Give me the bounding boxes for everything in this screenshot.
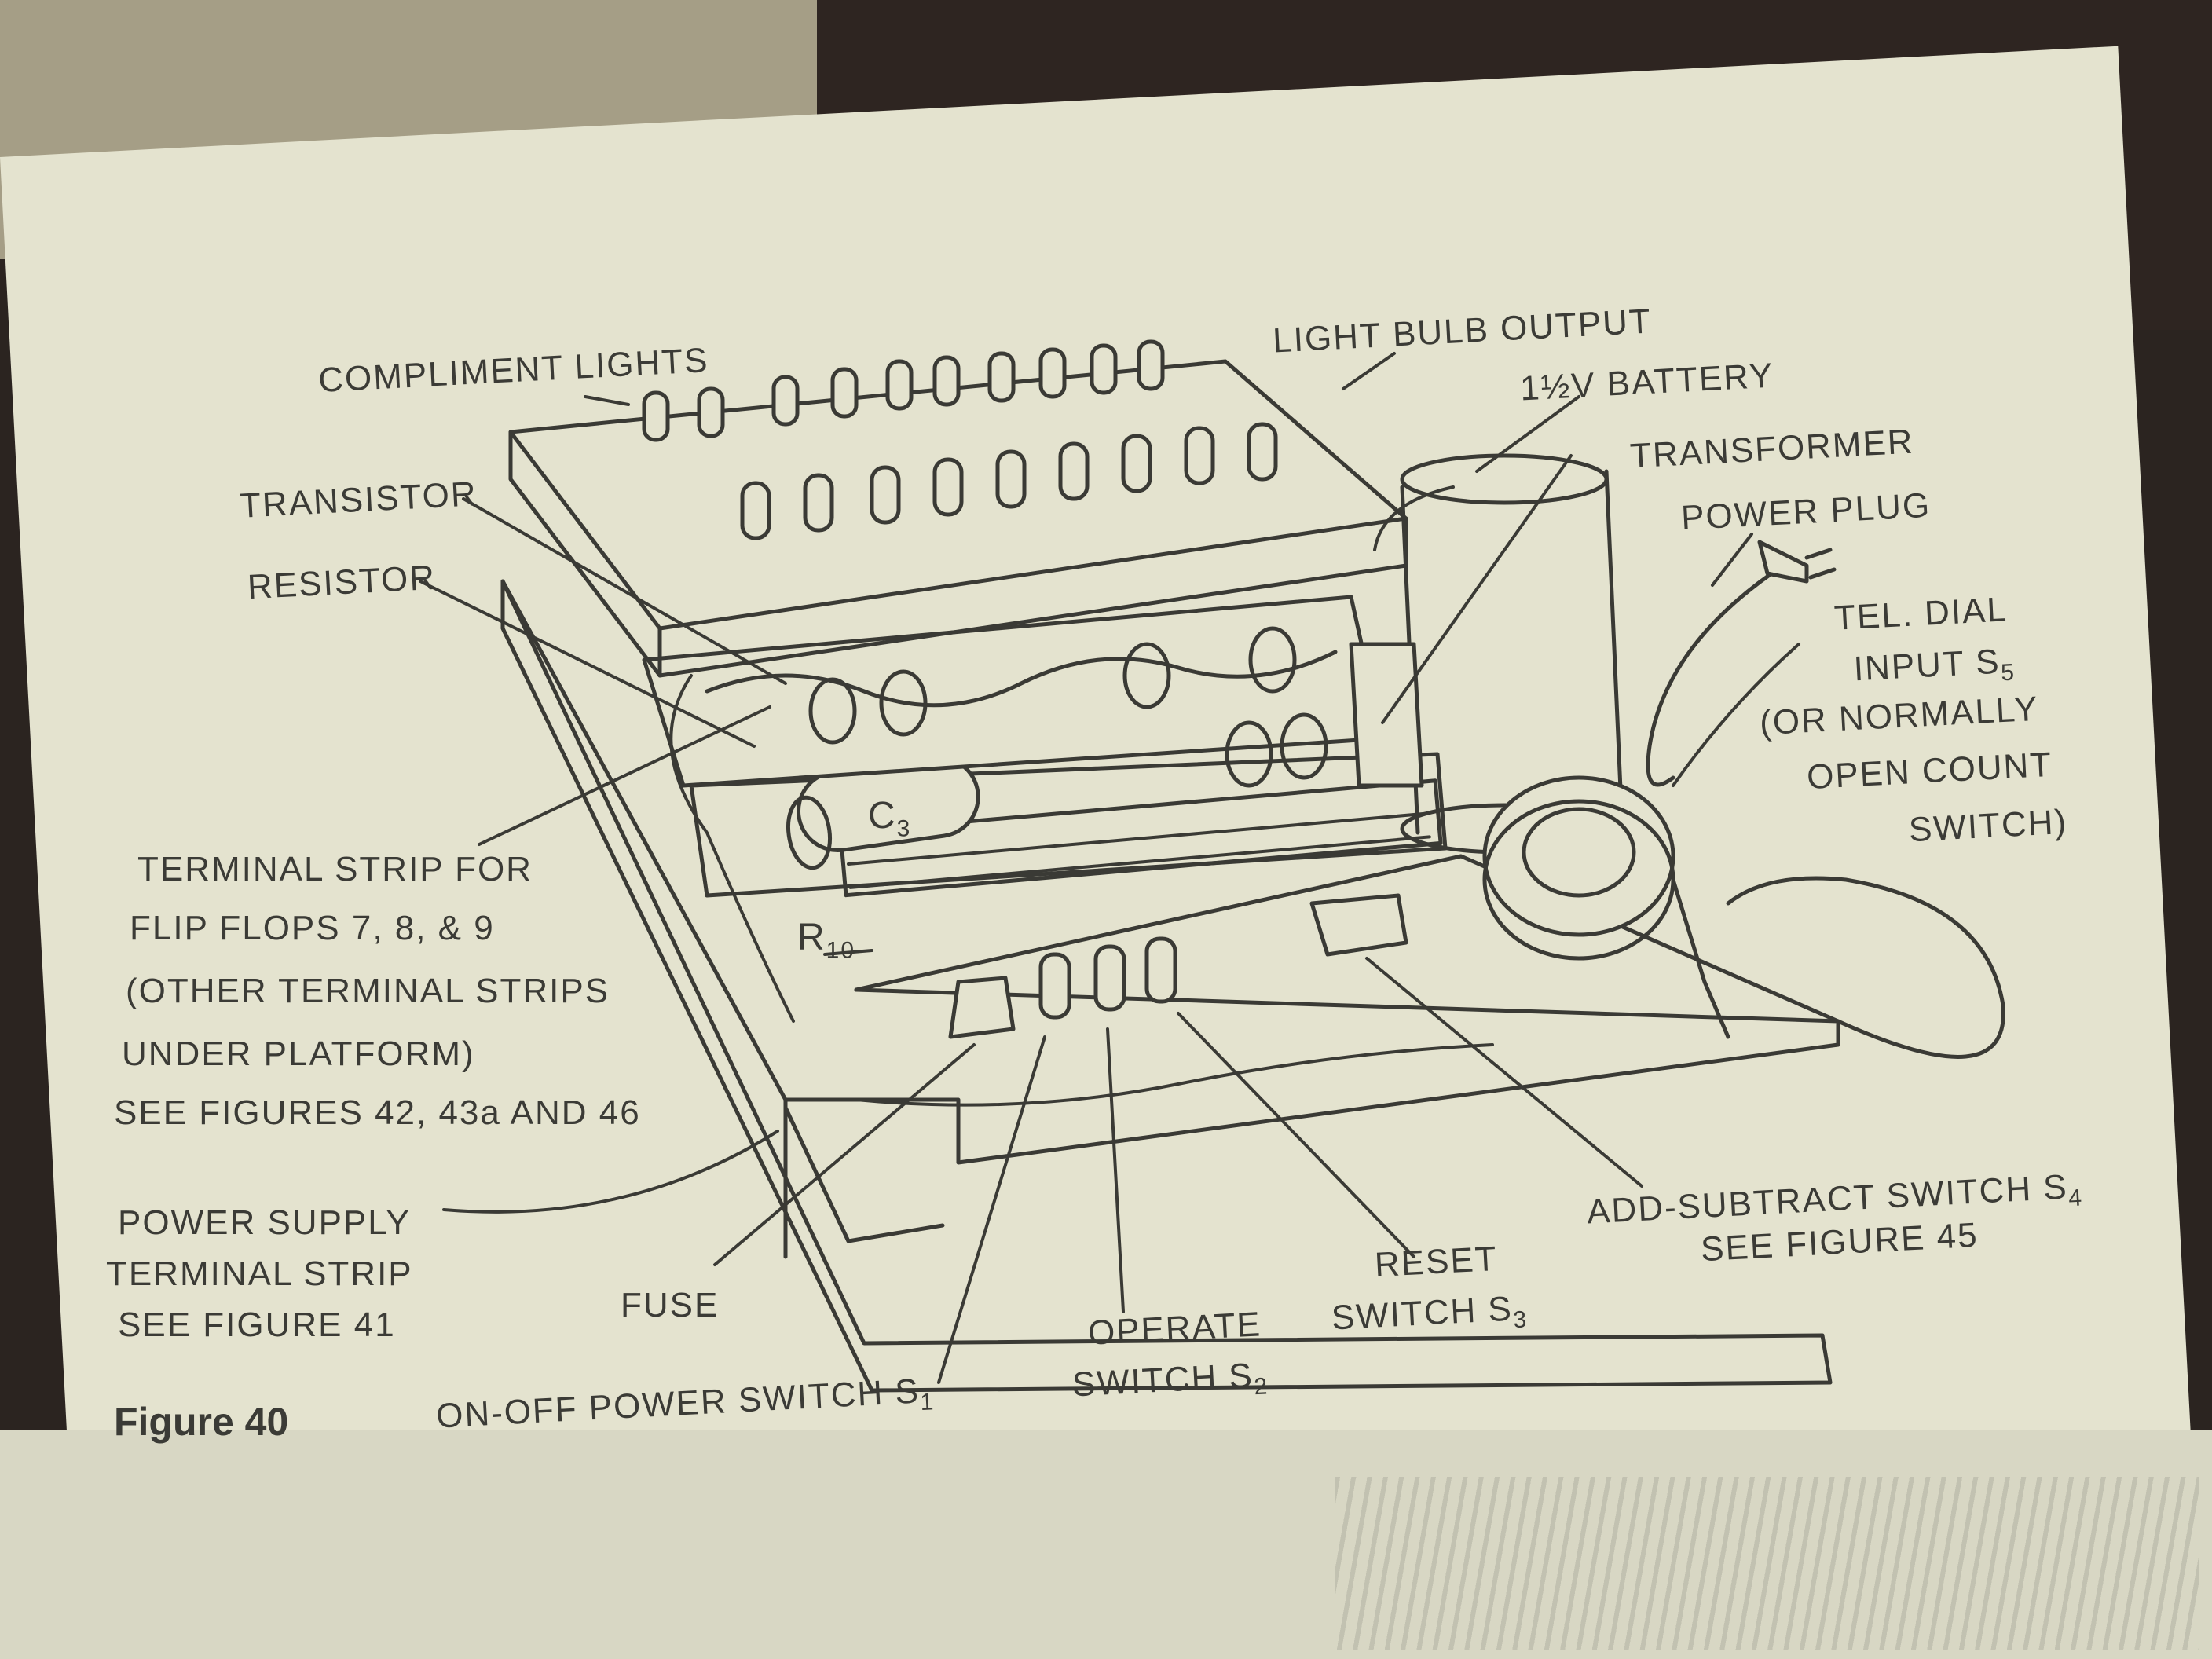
wiring: [669, 485, 1494, 1107]
label-capacitor-c3-sub: 3: [896, 815, 912, 842]
leader-lines: [419, 352, 1800, 1384]
label-capacitor-c3-text: C: [868, 795, 897, 837]
label-operate-2-sub: 2: [1253, 1373, 1270, 1401]
label-reset-2-sub: 3: [1512, 1306, 1529, 1334]
label-power-supply-3: SEE FIGURE 41: [118, 1306, 396, 1344]
label-reset-1: RESET: [1373, 1239, 1499, 1285]
label-add-subtract-1-sub: 4: [2067, 1185, 2084, 1212]
label-power-supply-2: TERMINAL STRIP: [106, 1254, 413, 1293]
label-terminal-strip-2: FLIP FLOPS 7, 8, & 9: [130, 909, 495, 947]
label-capacitor-c3: C3: [868, 797, 911, 841]
transistor-board: [642, 595, 1385, 788]
figure-number: Figure 40: [114, 1400, 289, 1444]
capacitor-c3: [786, 755, 980, 870]
label-power-supply-1: POWER SUPPLY: [118, 1203, 411, 1242]
telephone-dial: [1482, 775, 1730, 1039]
light-bulb-outputs: [740, 422, 1278, 540]
label-tel-dial-2-text: INPUT S: [1852, 642, 2001, 689]
power-cord: [1646, 540, 2005, 1059]
label-operate-1: OPERATE: [1086, 1305, 1263, 1353]
battery: [1400, 453, 1624, 855]
label-tel-dial-2: INPUT S5: [1852, 642, 2016, 693]
label-resistor-r10-sub: 10: [826, 937, 856, 964]
lower-page-text: [1335, 1477, 2199, 1650]
label-tel-dial-1: TEL. DIAL: [1833, 590, 2009, 638]
label-terminal-strip-5: SEE FIGURES 42, 43a AND 46: [114, 1093, 641, 1132]
front-switches: [948, 893, 1408, 1039]
label-resistor-r10-text: R: [797, 917, 826, 958]
label-tel-dial-2-sub: 5: [2000, 659, 2016, 687]
label-on-off-switch-sub: 1: [919, 1389, 936, 1416]
label-tel-dial-5: SWITCH): [1907, 802, 2069, 850]
label-fuse: FUSE: [621, 1286, 720, 1324]
label-terminal-strip-4: UNDER PLATFORM): [122, 1035, 475, 1073]
compliment-lights: [642, 339, 1165, 442]
label-terminal-strip-3: (OTHER TERMINAL STRIPS: [126, 972, 610, 1010]
label-terminal-strip-1: TERMINAL STRIP FOR: [137, 850, 533, 888]
label-resistor-r10: R10: [797, 919, 855, 963]
